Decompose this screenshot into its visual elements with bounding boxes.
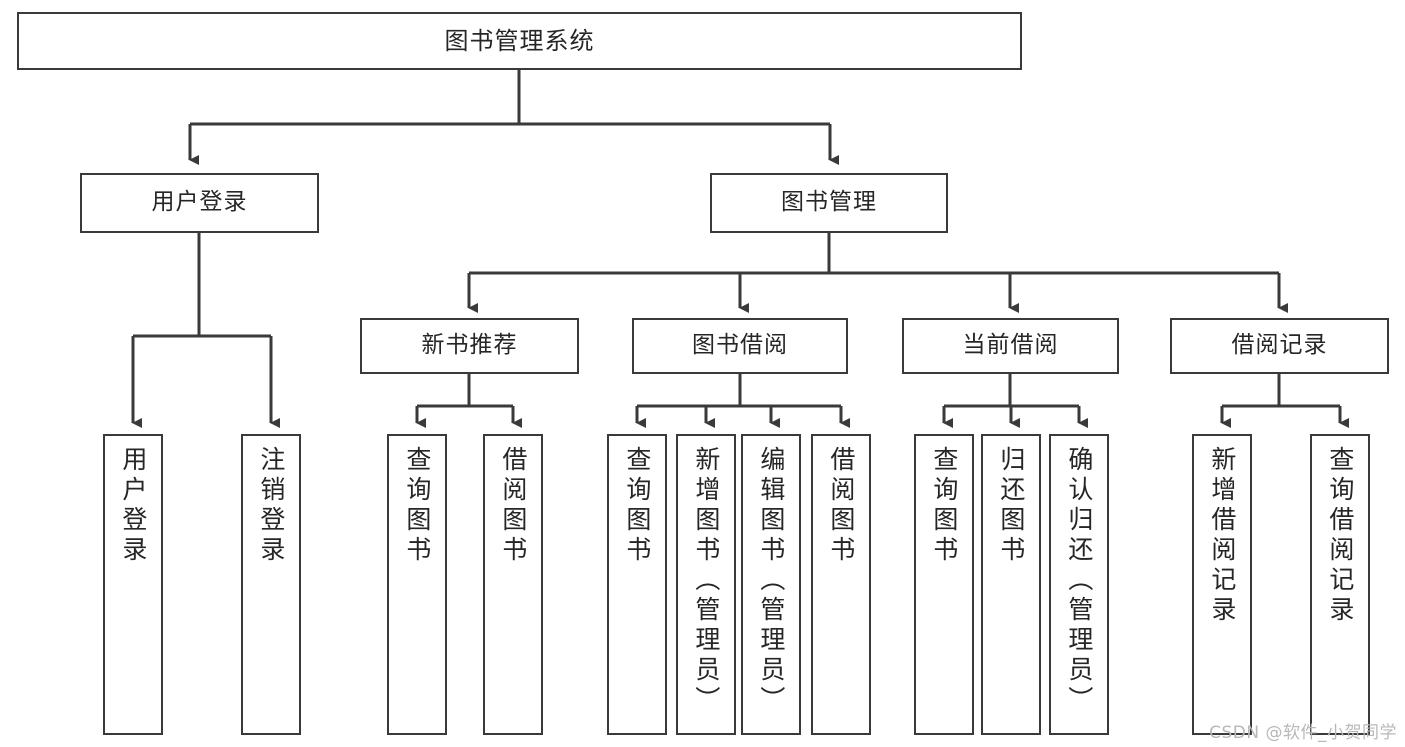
node-borrow-record-label: 借阅记录	[1231, 332, 1328, 359]
leaf-add-borrow-record-label: 新增借阅记录	[1207, 446, 1237, 626]
leaf-user-logout[interactable]: 注销登录	[241, 434, 301, 735]
leaf-current-query-book[interactable]: 查询图书	[914, 434, 974, 735]
watermark: CSDN @软件_小贺同学	[1209, 723, 1397, 743]
node-current-borrow-label: 当前借阅	[962, 332, 1059, 359]
node-new-book-recommend[interactable]: 新书推荐	[360, 318, 579, 374]
leaf-new-book-borrow[interactable]: 借阅图书	[483, 434, 543, 735]
node-user-login-label: 用户登录	[151, 189, 248, 216]
node-new-book-recommend-label: 新书推荐	[421, 332, 518, 359]
leaf-current-query-book-label: 查询图书	[929, 446, 959, 566]
leaf-user-logout-label: 注销登录	[256, 446, 286, 566]
leaf-query-borrow-record[interactable]: 查询借阅记录	[1310, 434, 1370, 735]
node-book-management-label: 图书管理	[781, 189, 877, 216]
node-current-borrow[interactable]: 当前借阅	[902, 318, 1119, 374]
leaf-user-login-label: 用户登录	[118, 446, 148, 566]
leaf-borrow-book-label: 借阅图书	[826, 446, 856, 566]
leaf-new-book-borrow-label: 借阅图书	[498, 446, 528, 566]
leaf-return-book[interactable]: 归还图书	[981, 434, 1041, 735]
leaf-edit-book-admin[interactable]: 编辑图书（管理员）	[741, 434, 801, 735]
leaf-confirm-return-admin-label: 确认归还（管理员）	[1064, 446, 1094, 716]
leaf-query-borrow-record-label: 查询借阅记录	[1325, 446, 1355, 626]
leaf-add-book-admin-label: 新增图书（管理员）	[691, 446, 721, 716]
leaf-borrow-query-book[interactable]: 查询图书	[607, 434, 667, 735]
node-root[interactable]: 图书管理系统	[17, 12, 1022, 70]
leaf-return-book-label: 归还图书	[996, 446, 1026, 566]
node-book-borrow-label: 图书借阅	[692, 332, 788, 359]
leaf-new-book-query-label: 查询图书	[402, 446, 432, 566]
node-book-management[interactable]: 图书管理	[710, 173, 948, 233]
leaf-borrow-query-book-label: 查询图书	[622, 446, 652, 566]
leaf-borrow-book[interactable]: 借阅图书	[811, 434, 871, 735]
leaf-new-book-query[interactable]: 查询图书	[387, 434, 447, 735]
node-book-borrow[interactable]: 图书借阅	[632, 318, 848, 374]
node-user-login[interactable]: 用户登录	[80, 173, 319, 233]
leaf-edit-book-admin-label: 编辑图书（管理员）	[756, 446, 786, 716]
leaf-add-book-admin[interactable]: 新增图书（管理员）	[676, 434, 736, 735]
node-borrow-record[interactable]: 借阅记录	[1170, 318, 1389, 374]
leaf-user-login[interactable]: 用户登录	[103, 434, 163, 735]
leaf-add-borrow-record[interactable]: 新增借阅记录	[1192, 434, 1252, 735]
leaf-confirm-return-admin[interactable]: 确认归还（管理员）	[1049, 434, 1109, 735]
node-root-label: 图书管理系统	[444, 26, 595, 55]
